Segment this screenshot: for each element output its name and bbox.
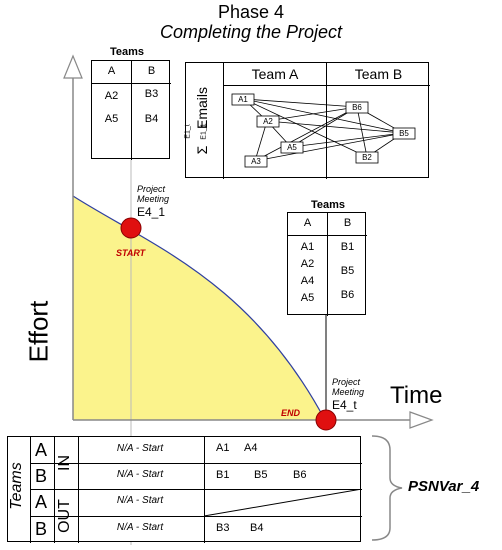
- right-team-a-item: A4: [300, 275, 315, 287]
- meeting1-caption: Project Meeting: [137, 184, 170, 204]
- row-team: A: [34, 492, 47, 512]
- y-axis-label: Effort: [23, 300, 54, 363]
- node-a5: [280, 141, 304, 154]
- end-marker: [315, 409, 337, 431]
- in-label: IN: [56, 455, 73, 471]
- node-b2: [355, 151, 379, 164]
- row-status: N/A - Start: [116, 522, 164, 533]
- node-a1: [231, 93, 255, 106]
- right-teams-col-a: A: [303, 217, 312, 229]
- email-network-box: Team A Team B: [185, 62, 430, 179]
- right-team-a-item: A2: [300, 258, 315, 270]
- table-brace: [371, 435, 403, 541]
- node-a2-label: A2: [263, 117, 273, 126]
- phase-title: Phase 4: [217, 2, 285, 22]
- top-team-a-item: A2: [104, 90, 119, 102]
- row-status: N/A - Start: [116, 443, 164, 454]
- row-team: B: [34, 466, 47, 486]
- row-item: B5: [254, 469, 268, 481]
- bottom-teams-label: Teams: [8, 462, 25, 510]
- node-a3-label: A3: [251, 157, 261, 166]
- right-team-a-item: A1: [300, 241, 315, 253]
- right-team-a-item: A5: [300, 292, 315, 304]
- top-teams-col-a: A: [107, 65, 116, 77]
- meeting2-id: E4_t: [332, 398, 357, 412]
- right-team-b-item: B6: [340, 289, 355, 301]
- team-a-header: Team A: [251, 66, 299, 82]
- row-item: A4: [244, 442, 258, 454]
- top-teams-label: Teams: [110, 46, 145, 58]
- out-label: OUT: [56, 499, 73, 533]
- node-a2: [256, 115, 280, 128]
- row-item: A1: [216, 442, 230, 454]
- email-network-graph: [231, 93, 416, 168]
- email-nodes: [231, 93, 416, 168]
- bottom-team-table: [7, 436, 362, 543]
- top-team-b-item: B4: [144, 113, 159, 125]
- right-teams-label: Teams: [311, 199, 346, 211]
- top-teams-table: A B A2 A5 B3 B4: [91, 60, 171, 160]
- row-item: B3: [216, 522, 230, 534]
- meeting2-caption: Project Meeting: [332, 377, 365, 397]
- row-item: B4: [250, 522, 264, 534]
- meeting1-id: E4_1: [137, 205, 166, 219]
- team-b-header: Team B: [354, 66, 403, 82]
- right-teams-col-b: B: [343, 217, 352, 229]
- node-b2-label: B2: [362, 153, 372, 162]
- row-status: N/A - Start: [116, 495, 164, 506]
- x-axis-label: Time: [390, 382, 443, 409]
- y-axis-arrow: [63, 54, 83, 79]
- start-label: START: [116, 248, 146, 258]
- node-b6-label: B6: [352, 103, 362, 112]
- node-a3: [244, 155, 268, 168]
- right-teams-table: A B A1 A2 A4 A5 B1 B5 B6: [287, 212, 367, 316]
- row-item: B1: [216, 469, 230, 481]
- x-axis-arrow: [409, 411, 434, 429]
- empty-cell-diagonal: [204, 489, 362, 516]
- node-a5-label: A5: [287, 143, 297, 152]
- node-b6: [345, 101, 369, 114]
- right-team-b-item: B1: [340, 241, 355, 253]
- effort-area: [73, 196, 325, 420]
- start-marker: [120, 217, 142, 239]
- top-team-a-item: A5: [104, 113, 119, 125]
- row-item: B6: [293, 469, 307, 481]
- row-team: A: [34, 440, 47, 460]
- phase-subtitle: Completing the Project: [159, 22, 343, 42]
- row-status: N/A - Start: [116, 469, 164, 480]
- top-team-b-item: B3: [144, 88, 159, 100]
- node-b5-label: B5: [399, 129, 409, 138]
- row-team: B: [34, 519, 47, 539]
- end-label: END: [281, 408, 301, 418]
- effort-curve: [72, 195, 326, 421]
- right-team-b-item: B5: [340, 265, 355, 277]
- top-teams-col-b: B: [147, 65, 156, 77]
- node-a1-label: A1: [238, 95, 248, 104]
- node-b5: [392, 127, 416, 140]
- psn-variable-label: PSNVar_4: [408, 478, 480, 495]
